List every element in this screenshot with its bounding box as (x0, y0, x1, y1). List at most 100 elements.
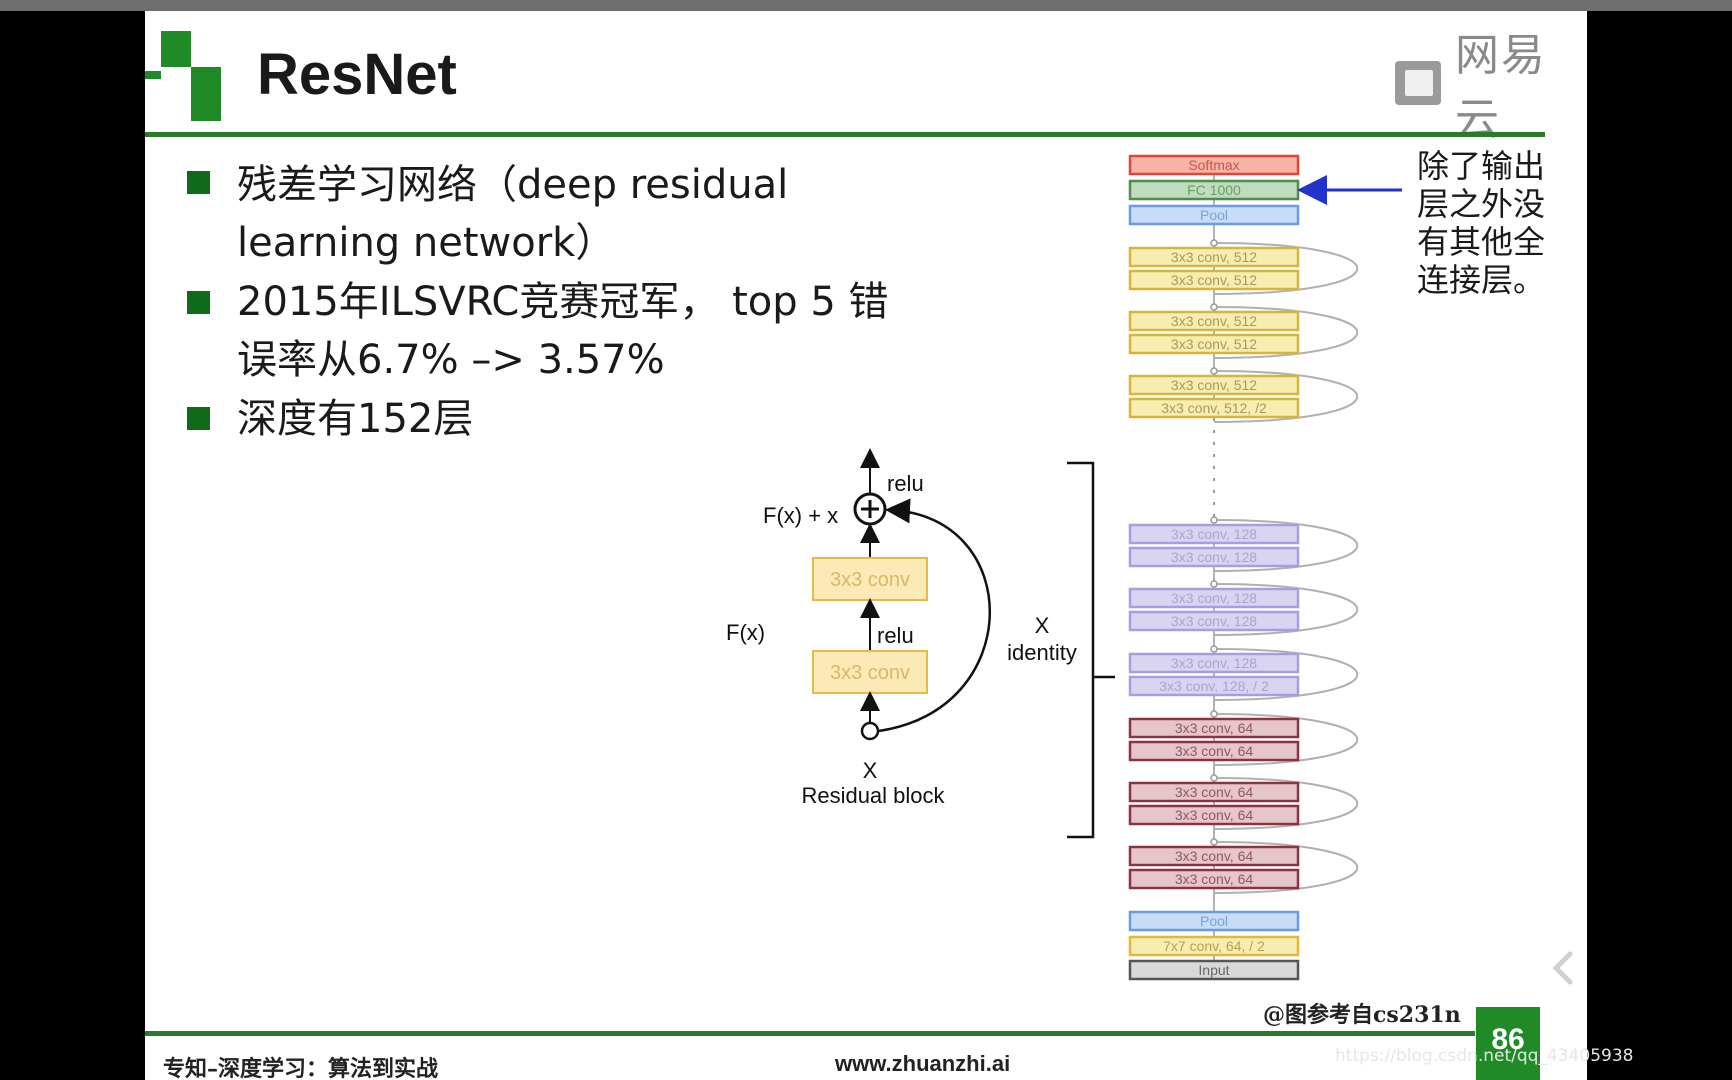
bullet-marker-3 (187, 407, 210, 430)
bullet-1-line-1: 残差学习网络（deep residual (237, 162, 789, 208)
layer-box-c128 (1128, 652, 1300, 674)
layer-box-input (1128, 959, 1300, 981)
skip-node (1210, 516, 1218, 524)
input-node (860, 721, 880, 741)
layer-label: 3x3 conv, 512 (1171, 272, 1257, 288)
layer-box-c64 (1128, 845, 1300, 867)
layer-label: 3x3 conv, 512 (1171, 377, 1257, 393)
skip-node (1210, 774, 1218, 782)
layer-label: 7x7 conv, 64, / 2 (1163, 938, 1265, 954)
layer-label: FC 1000 (1187, 182, 1241, 198)
window-top-bar (0, 0, 1732, 11)
conv-top-label: 3x3 conv (830, 569, 910, 591)
expansion-bracket (1067, 461, 1115, 839)
relu-mid-label: relu (877, 623, 914, 648)
next-slide-chevron-icon[interactable] (1548, 948, 1578, 988)
slide-title: ResNet (257, 42, 457, 107)
skip-node (1210, 367, 1218, 375)
fc-note: 除了输出层之外没有其他全连接层。 (1417, 147, 1546, 299)
layer-box-c7 (1128, 935, 1300, 957)
layer-box-c512 (1128, 397, 1300, 419)
bullet-marker-2 (187, 291, 210, 314)
fx-label: F(x) (726, 620, 765, 645)
skip-node (1210, 838, 1218, 846)
layer-box-c64 (1128, 804, 1300, 826)
layer-label: 3x3 conv, 512, /2 (1161, 400, 1267, 416)
url-watermark: https://blog.csdn.net/qq_43405938 (1335, 1046, 1634, 1066)
layer-label: 3x3 conv, 64 (1175, 720, 1254, 736)
layer-box-c128 (1128, 675, 1300, 697)
input-x-label: X (863, 758, 878, 783)
footer-course-title: 专知–深度学习：算法到实战 (163, 1056, 439, 1080)
residual-block: relu F(x) + x 3x3 conv relu F(x) 3x3 con… (726, 448, 1077, 808)
skip-node (1210, 239, 1218, 247)
layer-label: 3x3 conv, 64 (1175, 871, 1254, 887)
layer-box-c128 (1128, 523, 1300, 545)
skip-node (1210, 645, 1218, 653)
skip-node (1210, 710, 1218, 718)
layer-box-c512 (1128, 246, 1300, 268)
title-divider (145, 132, 1545, 137)
layer-box-c512 (1128, 374, 1300, 396)
layer-box-c64 (1128, 717, 1300, 739)
identity-x-label: X (1035, 613, 1050, 638)
layer-label: 3x3 conv, 64 (1175, 848, 1254, 864)
bullet-3-line-1: 深度有152层 (237, 396, 474, 442)
figure-credit: @图参考自cs231n (1263, 1002, 1461, 1028)
layer-box-c128 (1128, 587, 1300, 609)
layer-box-c128 (1128, 546, 1300, 568)
layer-box-c512 (1128, 333, 1300, 355)
layer-box-c64 (1128, 868, 1300, 890)
layer-box-c64 (1128, 781, 1300, 803)
sum-label: F(x) + x (763, 503, 838, 528)
skip-connection-arc (1213, 306, 1358, 359)
layer-label: 3x3 conv, 128, / 2 (1159, 678, 1269, 694)
footer-divider (145, 1031, 1475, 1036)
layer-box-pool (1128, 204, 1300, 226)
layer-box-c128 (1128, 610, 1300, 632)
layer-label: 3x3 conv, 512 (1171, 313, 1257, 329)
layer-box-softmax (1128, 154, 1300, 176)
bullet-2-line-1: 2015年ILSVRC竞赛冠军， top 5 错 (237, 279, 889, 325)
relu-top-label: relu (887, 471, 924, 496)
slide: ResNet 网易云 残差学习网络（deep residual learning… (145, 11, 1587, 1080)
bullet-1-line-2: learning network） (237, 220, 616, 266)
conv-top-box (812, 557, 928, 601)
skip-connection-arc (1213, 242, 1358, 295)
layer-label: 3x3 conv, 512 (1171, 249, 1257, 265)
layer-box-c512 (1128, 310, 1300, 332)
bullet-2-line-2: 误率从6.7% –> 3.57% (237, 337, 665, 383)
residual-block-caption: Residual block (801, 783, 945, 808)
layer-box-pool (1128, 910, 1300, 932)
skip-connection-arc (1213, 370, 1358, 423)
layer-label: 3x3 conv, 64 (1175, 784, 1254, 800)
layer-label: 3x3 conv, 128 (1171, 549, 1257, 565)
layer-label: Pool (1200, 207, 1228, 223)
skip-connection-arc (1213, 713, 1358, 766)
brand-cloud-icon (1395, 61, 1441, 105)
logo-square-bottom (191, 97, 221, 121)
layer-box-c512 (1128, 269, 1300, 291)
skip-connection-arc (1213, 583, 1358, 636)
bullet-marker-1 (187, 171, 210, 194)
footer-website: www.zhuanzhi.ai (835, 1051, 1011, 1076)
layer-label: 3x3 conv, 128 (1171, 655, 1257, 671)
layer-box-c64 (1128, 740, 1300, 762)
conv-bottom-box (812, 650, 928, 694)
layer-label: 3x3 conv, 128 (1171, 526, 1257, 542)
logo-square-mid (191, 67, 221, 97)
layer-label: 3x3 conv, 512 (1171, 336, 1257, 352)
resnet-diagram: relu F(x) + x 3x3 conv relu F(x) 3x3 con… (726, 154, 1402, 981)
skip-connection-arc (1213, 777, 1358, 830)
skip-node (1210, 580, 1218, 588)
layer-label: Input (1198, 962, 1229, 978)
layer-label: 3x3 conv, 64 (1175, 807, 1254, 823)
conv-bottom-label: 3x3 conv (830, 662, 910, 684)
logo-square-left (145, 71, 161, 79)
layer-label: 3x3 conv, 128 (1171, 613, 1257, 629)
layer-label: 3x3 conv, 128 (1171, 590, 1257, 606)
skip-connection-arc (1213, 519, 1358, 572)
skip-connection-arc (1213, 841, 1358, 894)
layer-label: 3x3 conv, 64 (1175, 743, 1254, 759)
